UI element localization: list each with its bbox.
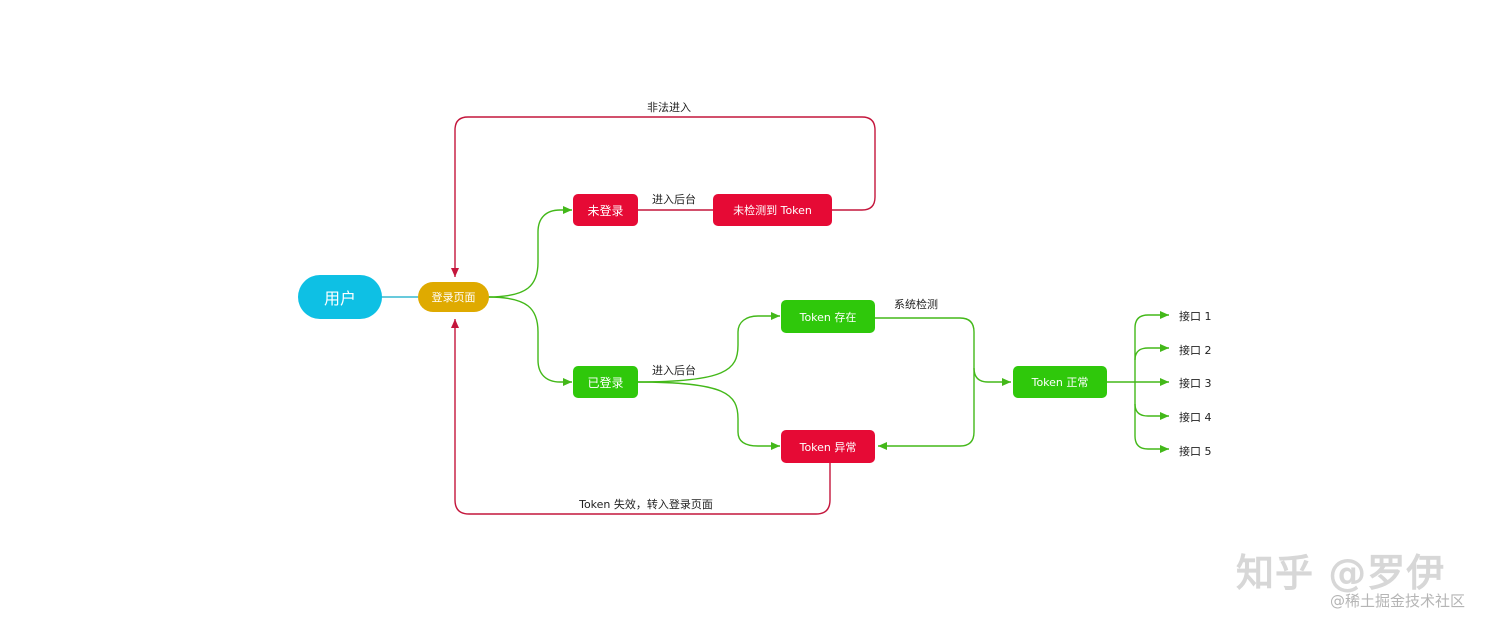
edge-system-check-to-token-error bbox=[878, 368, 975, 450]
token-exists-node-label: Token 存在 bbox=[799, 310, 857, 324]
no-token-node-label: 未检测到 Token bbox=[733, 204, 812, 217]
user-node: 用户 bbox=[298, 275, 382, 319]
edge-no-token-to-login bbox=[451, 116, 876, 277]
edge-login-to-logged-in bbox=[487, 296, 572, 386]
edge-token-error-to-login bbox=[451, 319, 831, 515]
watermark-juejin: @稀土掘金技术社区 bbox=[1330, 592, 1466, 610]
api-4: 接口 4 bbox=[1179, 411, 1212, 424]
no-token-node: 未检测到 Token bbox=[713, 194, 832, 226]
token-error-node: Token 异常 bbox=[781, 430, 875, 463]
logged-in-node: 已登录 bbox=[573, 366, 638, 398]
token-exists-node: Token 存在 bbox=[781, 300, 875, 333]
label-enter-backend-bottom: 进入后台 bbox=[652, 364, 696, 377]
login-page-node: 登录页面 bbox=[418, 282, 489, 312]
api-5: 接口 5 bbox=[1179, 445, 1212, 458]
watermark-zhihu: 知乎 @罗伊 bbox=[1236, 551, 1446, 595]
label-token-invalid: Token 失效，转入登录页面 bbox=[579, 498, 713, 511]
edge-login-to-not-logged-in bbox=[487, 206, 572, 298]
logged-in-node-label: 已登录 bbox=[587, 375, 624, 390]
not-logged-in-node-label: 未登录 bbox=[587, 203, 624, 218]
not-logged-in-node: 未登录 bbox=[573, 194, 638, 226]
edge-logged-in-to-token-exists bbox=[636, 312, 780, 383]
label-enter-backend-top: 进入后台 bbox=[652, 193, 696, 206]
login-page-node-label: 登录页面 bbox=[431, 291, 476, 304]
label-system-check: 系统检测 bbox=[894, 298, 938, 311]
label-illegal-entry: 非法进入 bbox=[647, 101, 691, 114]
api-2: 接口 2 bbox=[1179, 344, 1212, 357]
edge-token-exists-to-token-ok bbox=[874, 317, 1011, 386]
token-ok-node-label: Token 正常 bbox=[1031, 376, 1089, 389]
edge-logged-in-to-token-error bbox=[636, 381, 780, 450]
token-ok-node: Token 正常 bbox=[1013, 366, 1107, 398]
api-1: 接口 1 bbox=[1179, 310, 1212, 323]
token-error-node-label: Token 异常 bbox=[799, 440, 857, 454]
user-node-label: 用户 bbox=[323, 289, 356, 308]
api-3: 接口 3 bbox=[1179, 377, 1212, 390]
edges-token-ok-to-apis bbox=[1106, 311, 1169, 453]
